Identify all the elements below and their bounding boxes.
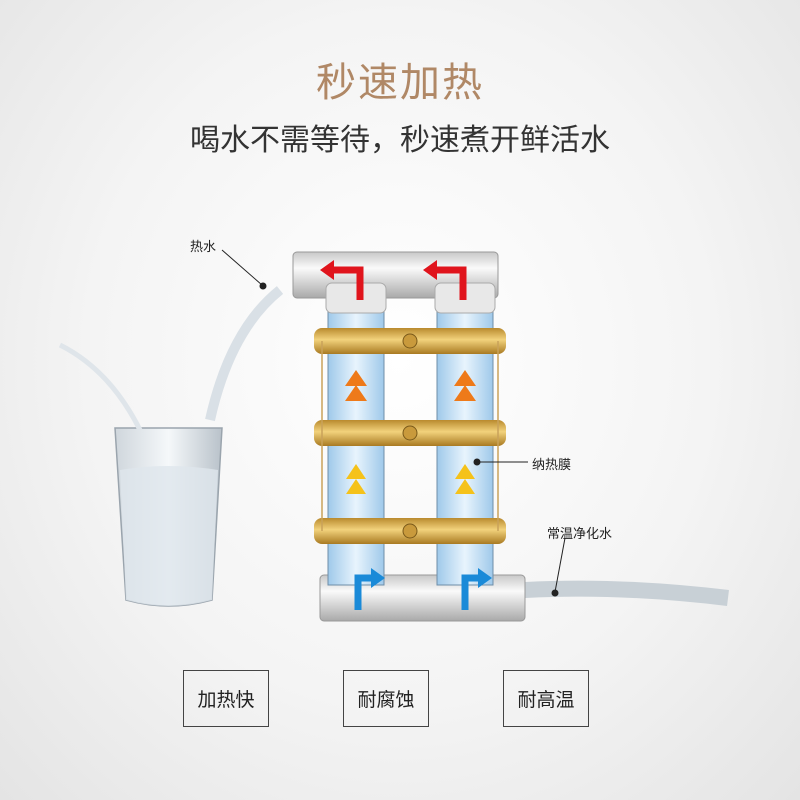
- water-glass: [58, 286, 284, 607]
- heat-up-arrows: [345, 370, 476, 494]
- feature-heat-resistant: 耐高温: [503, 670, 589, 727]
- feature-fast-heating: 加热快: [183, 670, 269, 727]
- page-subtitle: 喝水不需等待，秒速煮开鲜活水: [190, 123, 610, 158]
- hot-water-label: 热水: [190, 240, 217, 255]
- incoming-water-stream: [524, 580, 729, 606]
- brass-brackets: [314, 328, 506, 544]
- cold-water-arrows: [354, 568, 492, 610]
- feature-corrosion-resistant: 耐腐蚀: [343, 670, 429, 727]
- room-temp-water-label: 常温净化水: [547, 527, 613, 542]
- page-title: 秒速加热: [316, 60, 484, 106]
- callout-lines: [221, 249, 566, 597]
- membrane-label: 纳热膜: [532, 458, 572, 473]
- hot-water-arrows: [320, 260, 467, 300]
